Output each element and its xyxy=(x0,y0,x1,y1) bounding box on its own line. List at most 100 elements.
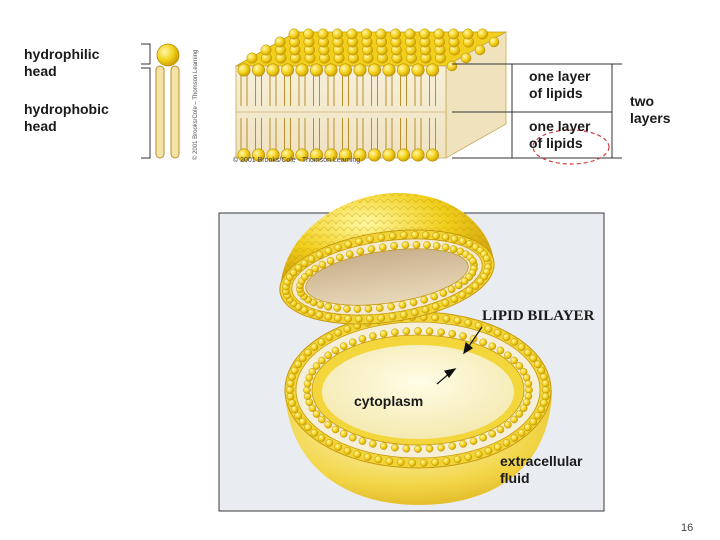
lipid-head xyxy=(464,453,473,461)
lipid-head xyxy=(388,232,397,240)
lipid-head xyxy=(375,304,384,312)
lipid-head xyxy=(353,63,367,77)
lipid-head xyxy=(431,313,440,322)
lipid-head xyxy=(391,328,399,337)
lipid-head xyxy=(524,379,533,388)
horizontal-copyright: © 2001 Brooks/Cole - Thomson Learning xyxy=(233,157,361,164)
page-number: 16 xyxy=(681,522,694,534)
bilayer-arrow xyxy=(463,326,483,355)
lipid-head xyxy=(367,245,376,253)
lipid-head xyxy=(458,237,467,245)
lipid-head xyxy=(542,386,550,394)
lipid-head xyxy=(425,148,439,162)
lipid-head xyxy=(367,63,381,77)
lipid-head xyxy=(408,459,417,467)
lipid-head xyxy=(324,302,333,311)
lipid-head xyxy=(400,231,408,239)
lipid-head xyxy=(317,434,326,442)
lipid-head xyxy=(421,305,430,314)
lipid-head xyxy=(419,459,428,467)
lipid-head xyxy=(431,458,440,467)
lipid-head xyxy=(471,282,480,290)
lipid-head xyxy=(503,351,512,360)
lipid-head xyxy=(369,332,377,340)
lipid-head xyxy=(425,444,434,453)
lipid-head xyxy=(453,316,462,325)
lipid-head xyxy=(348,433,357,442)
lipid-head xyxy=(425,63,439,77)
lipid-head xyxy=(493,329,502,337)
lipid-head xyxy=(289,268,298,277)
lipid-head xyxy=(385,457,394,466)
hydrophilic-bracket xyxy=(141,43,151,65)
cell-upper-half xyxy=(279,193,495,325)
lipid-head xyxy=(338,63,352,77)
lipid-head xyxy=(529,354,538,363)
lipid-head xyxy=(294,264,303,272)
lipid-head xyxy=(345,250,354,258)
lipid-head xyxy=(450,235,459,243)
lipid-head xyxy=(369,440,377,448)
lipid-head xyxy=(343,305,351,313)
layer-measure-lines xyxy=(452,63,622,159)
lipid-head xyxy=(307,308,316,317)
lipid-head xyxy=(382,63,396,77)
lipid-head xyxy=(537,366,546,375)
lipid-head xyxy=(304,423,312,432)
lipid-head xyxy=(537,405,546,414)
lipid-head xyxy=(448,442,457,450)
lipid-head xyxy=(442,457,451,466)
lipid-head xyxy=(298,354,307,363)
lipid-head xyxy=(411,308,419,317)
lipid-head xyxy=(437,328,445,337)
lipid-head xyxy=(398,301,407,309)
lipid-head xyxy=(503,420,512,429)
lipid-head xyxy=(318,356,326,365)
lipid-head xyxy=(317,338,326,346)
lipid-head xyxy=(460,52,472,64)
lipid-head xyxy=(515,362,524,370)
lipid-head xyxy=(469,437,478,445)
lipid-head xyxy=(469,257,477,265)
bilayer-slab xyxy=(234,28,508,162)
lipid-head xyxy=(425,327,434,336)
lipid-head xyxy=(325,438,334,447)
lipid-head xyxy=(343,325,352,333)
lipid-head xyxy=(280,63,294,77)
lipid-head xyxy=(541,379,550,388)
lipid-head xyxy=(391,443,399,452)
lipid-head xyxy=(237,63,251,77)
lipid-head xyxy=(441,243,450,252)
lipid-head xyxy=(524,423,532,432)
lipid-head xyxy=(266,148,280,162)
lipid-head xyxy=(411,148,425,162)
lipid-head xyxy=(439,289,448,297)
lipid-head xyxy=(479,433,488,442)
lower-layer-label: one layer of lipids xyxy=(529,118,591,151)
lipid-head xyxy=(412,241,421,249)
lipid-head xyxy=(515,410,524,418)
cytoplasm-region xyxy=(322,345,514,439)
lipid-head xyxy=(288,28,300,40)
lipid-head xyxy=(377,314,386,322)
lipid-head xyxy=(430,292,439,301)
lipid-head xyxy=(464,319,473,327)
lipid-head xyxy=(433,28,445,40)
lipid-head xyxy=(364,305,373,313)
lipid-head xyxy=(358,437,367,445)
lipid-head xyxy=(459,332,467,340)
lipid-head xyxy=(517,429,526,437)
lipid-head xyxy=(449,245,458,253)
lipid-head xyxy=(414,445,422,453)
lipid-head xyxy=(305,268,314,277)
lipid-head xyxy=(379,330,388,338)
dashed-highlight-circle xyxy=(532,129,610,165)
lipid-head xyxy=(474,321,483,330)
lipid-head xyxy=(353,305,362,313)
lipid-head xyxy=(540,399,548,407)
lipid-head xyxy=(344,314,353,323)
lipid-head xyxy=(502,438,511,447)
lipid-head xyxy=(399,310,408,319)
lipid-head xyxy=(252,148,266,162)
lipid-head xyxy=(488,429,497,438)
